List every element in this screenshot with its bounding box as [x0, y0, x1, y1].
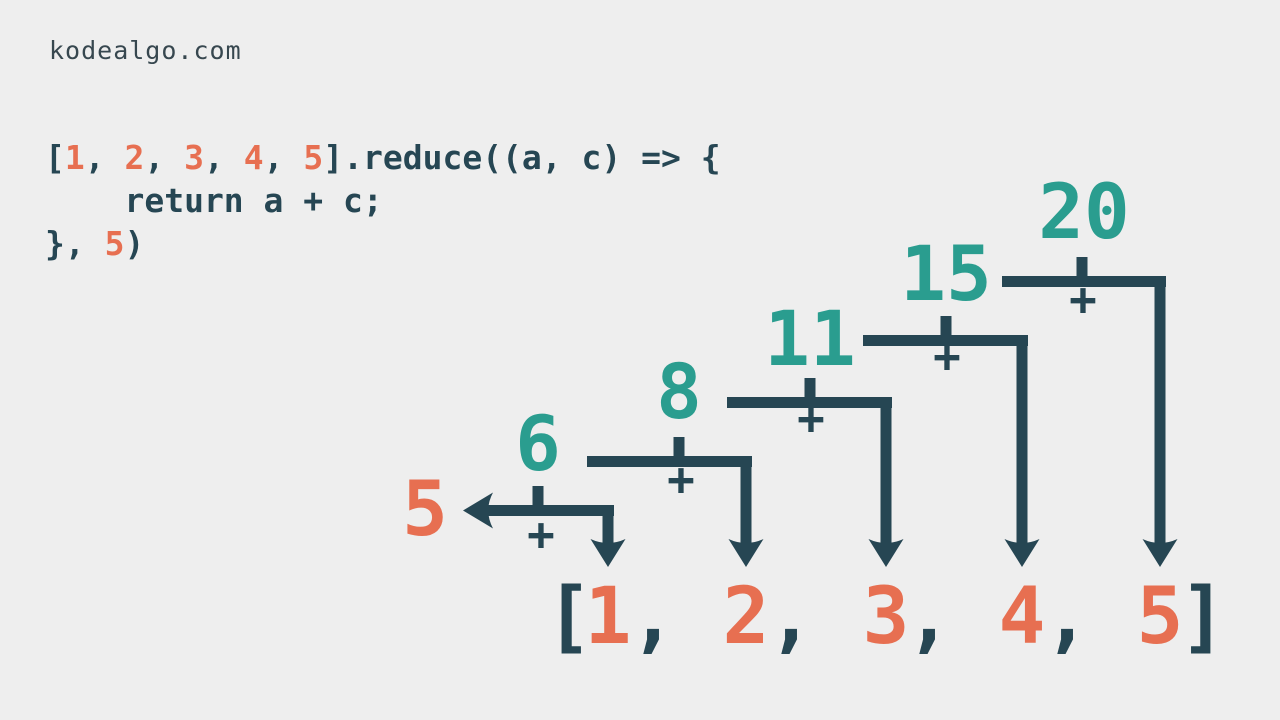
array-item-3: 3	[862, 572, 910, 662]
arrow-left-icon	[463, 492, 493, 529]
code-line-1: [1, 2, 3, 4, 5].reduce((a, c) => {	[45, 136, 721, 179]
step2-horizontal-line	[587, 456, 752, 467]
step4-horizontal-line	[863, 335, 1028, 346]
arrow-down-icon	[590, 539, 626, 567]
step1-result-tick	[532, 486, 544, 507]
step2-result-tick	[673, 437, 685, 458]
code-separator: ,	[204, 138, 244, 177]
plus-operator-step1: +	[527, 507, 555, 561]
code-array-item-5: 5	[303, 138, 324, 177]
step4-vertical-line	[1016, 335, 1028, 551]
step5-result-tick	[1076, 257, 1088, 278]
array-close-bracket: ]	[1179, 572, 1227, 662]
accumulator-value-step4: 15	[900, 229, 992, 318]
plus-operator-step3: +	[797, 391, 825, 445]
arrow-down-icon	[868, 539, 904, 567]
code-closing-brace: },	[45, 224, 105, 263]
array-item-2: 2	[722, 572, 770, 662]
code-array-item-3: 3	[184, 138, 204, 177]
code-open-bracket: [	[45, 138, 65, 177]
accumulator-value-step3: 11	[764, 294, 856, 383]
step5-vertical-line	[1154, 276, 1166, 551]
accumulator-value-step1: 6	[515, 399, 561, 488]
plus-operator-step5: +	[1069, 272, 1097, 326]
array-item-5: 5	[1136, 572, 1184, 662]
accumulator-value-step2: 8	[656, 347, 702, 436]
site-watermark: kodealgo.com	[49, 36, 242, 65]
step1-horizontal-line	[478, 505, 614, 516]
code-separator: ,	[144, 138, 185, 177]
code-separator: ,	[263, 138, 304, 177]
code-array-item-2: 2	[124, 138, 145, 177]
array-comma: ,	[767, 572, 815, 662]
step1-vertical-line	[602, 505, 614, 551]
array-item-1: 1	[584, 572, 632, 662]
code-array-item-1: 1	[64, 138, 85, 177]
code-initial-value: 5	[104, 224, 125, 263]
code-return-statement: return a + c;	[45, 181, 383, 220]
array-open-bracket: [	[545, 572, 593, 662]
array-comma: ,	[905, 572, 953, 662]
array-comma: ,	[629, 572, 677, 662]
array-comma: ,	[1043, 572, 1091, 662]
code-closing-paren: )	[124, 224, 145, 263]
step3-horizontal-line	[727, 397, 892, 408]
step5-horizontal-line	[1002, 276, 1166, 287]
plus-operator-step2: +	[667, 452, 695, 506]
array-item-4: 4	[998, 572, 1046, 662]
step3-result-tick	[804, 378, 816, 399]
arrow-down-icon	[1142, 539, 1178, 567]
code-array-item-4: 4	[243, 138, 264, 177]
step2-vertical-line	[740, 456, 752, 551]
code-line-2: return a + c;	[45, 179, 721, 222]
code-line-3: }, 5)	[45, 222, 721, 265]
code-snippet: [1, 2, 3, 4, 5].reduce((a, c) => { retur…	[45, 136, 721, 265]
accumulator-value-step5: 20	[1038, 167, 1130, 256]
arrow-down-icon	[1004, 539, 1040, 567]
initial-accumulator-value: 5	[402, 464, 448, 553]
plus-operator-step4: +	[933, 329, 961, 383]
code-separator: ,	[84, 138, 125, 177]
step3-vertical-line	[880, 397, 892, 551]
arrow-down-icon	[728, 539, 764, 567]
code-reduce-call: ].reduce((a, c) => {	[323, 138, 721, 177]
step4-result-tick	[940, 316, 952, 337]
